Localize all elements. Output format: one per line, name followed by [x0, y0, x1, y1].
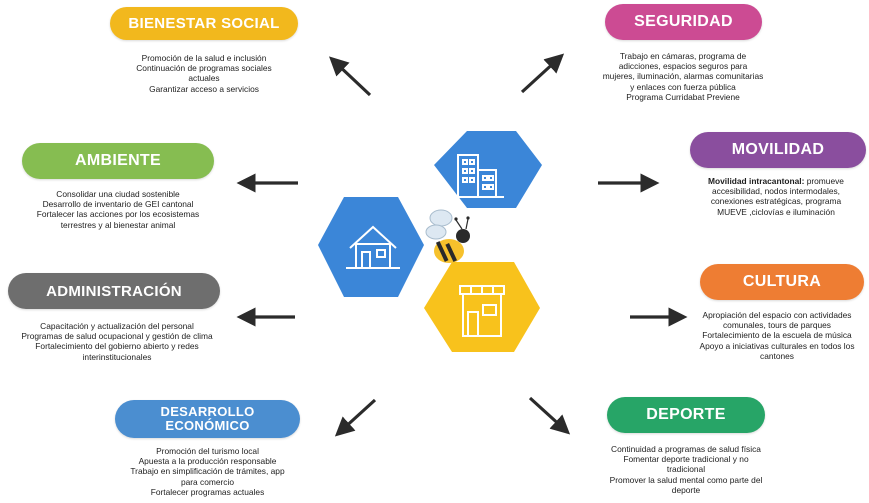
- seguridad-line-4: y enlaces con fuerza pública: [630, 81, 736, 92]
- administracion-line-4: interinstitucionales: [82, 351, 152, 362]
- arrow-to-deporte: [528, 396, 571, 435]
- bienestar-line-4: Garantizar acceso a servicios: [149, 83, 259, 94]
- cultura-line-3: Fortalecimiento de la escuela de música: [702, 330, 852, 341]
- administracion-line-2: Programas de salud ocupacional y gestión…: [21, 331, 213, 342]
- ambiente-line-4: terrestres y al bienestar animal: [60, 219, 176, 230]
- deporte-description: Continuidad a programas de salud física …: [597, 444, 775, 495]
- cultura-line-2: comunales, tours de parques: [722, 320, 831, 331]
- desarrollo-line-5: Fortalecer programas actuales: [150, 486, 265, 497]
- seguridad-line-2: adicciones, espacios seguros para: [618, 61, 748, 72]
- cultura-line-1: Apropiación del espacio con actividades: [702, 310, 852, 320]
- administracion-line-1: Capacitación y actualización del persona…: [40, 321, 194, 331]
- desarrollo-line-3: Trabajo en simplificación de trámites, a…: [130, 466, 285, 477]
- movilidad-line-1-rest: promueve: [804, 176, 844, 186]
- cultura-pill: CULTURA: [700, 264, 864, 300]
- movilidad-line-3: conexiones estratégicas, programa: [710, 196, 842, 207]
- desarrollo-line-2: Apuesta a la producción responsable: [138, 456, 277, 467]
- seguridad-description: Trabajo en cámaras, programa de adiccion…: [588, 51, 778, 102]
- cultura-line-4: Apoyo a iniciativas culturales en todos …: [699, 340, 855, 351]
- seguridad-line-3: mujeres, iluminación, alarmas comunitari…: [602, 71, 764, 82]
- seguridad-line-1: Trabajo en cámaras, programa de: [619, 51, 747, 61]
- desarrollo-title-1: DESARROLLO: [160, 404, 255, 419]
- bee-icon: [425, 209, 470, 263]
- movilidad-description: Movilidad intracantonal: promueve accesi…: [683, 176, 869, 217]
- administracion-description: Capacitación y actualización del persona…: [4, 321, 230, 362]
- desarrollo-economico-description: Promoción del turismo local Apuesta a la…: [110, 446, 305, 497]
- bienestar-line-1: Promoción de la salud e inclusión: [141, 53, 267, 63]
- ambiente-description: Consolidar una ciudad sostenible Desarro…: [14, 189, 222, 230]
- deporte-line-1: Continuidad a programas de salud física: [611, 444, 761, 454]
- movilidad-lead: Movilidad intracantonal:: [708, 176, 805, 186]
- store-icon: [459, 285, 505, 337]
- movilidad-line-1: Movilidad intracantonal: promueve: [683, 176, 869, 186]
- arrow-to-bienestar: [329, 56, 372, 97]
- house-icon: [346, 225, 400, 269]
- building-icon: [450, 154, 504, 198]
- ambiente-line-1: Consolidar una ciudad sostenible: [56, 189, 180, 199]
- bienestar-line-3: actuales: [188, 73, 220, 84]
- deporte-line-3: tradicional: [666, 464, 706, 475]
- cultura-line-5: cantones: [760, 350, 794, 361]
- arrow-to-desarrollo: [334, 398, 377, 437]
- administracion-pill: ADMINISTRACIÓN: [8, 273, 220, 309]
- movilidad-line-2: accesibilidad, nodos intermodales,: [711, 186, 841, 197]
- arrow-to-seguridad: [520, 53, 565, 94]
- movilidad-pill: MOVILIDAD: [690, 132, 866, 168]
- bienestar-social-pill: BIENESTAR SOCIAL: [110, 7, 298, 40]
- seguridad-line-5: Programa Curridabat Previene: [626, 91, 740, 102]
- ambiente-pill: AMBIENTE: [22, 143, 214, 179]
- ambiente-line-3: Fortalecer las acciones por los ecosiste…: [36, 209, 200, 220]
- ambiente-line-2: Desarrollo de inventario de GEI cantonal: [42, 199, 194, 210]
- movilidad-line-4: MUEVE ,ciclovías e iluminación: [717, 206, 835, 217]
- deporte-line-2: Fomentar deporte tradicional y no: [623, 454, 749, 465]
- cultura-description: Apropiación del espacio con actividades …: [686, 310, 868, 361]
- desarrollo-economico-pill: DESARROLLO ECONÓMICO: [115, 400, 300, 438]
- bienestar-social-description: Promoción de la salud e inclusión Contin…: [104, 53, 304, 94]
- desarrollo-line-4: para comercio: [180, 476, 235, 487]
- desarrollo-title-2: ECONÓMICO: [165, 418, 250, 433]
- seguridad-pill: SEGURIDAD: [605, 4, 762, 40]
- desarrollo-line-1: Promoción del turismo local: [156, 446, 259, 456]
- deporte-pill: DEPORTE: [607, 397, 765, 433]
- deporte-line-5: deporte: [671, 484, 701, 495]
- bienestar-line-2: Continuación de programas sociales: [136, 63, 272, 74]
- hexagon-left: [318, 197, 424, 297]
- administracion-line-3: Fortalecimiento del gobierno abierto y r…: [35, 341, 199, 352]
- deporte-line-4: Promover la salud mental como parte del: [609, 474, 763, 485]
